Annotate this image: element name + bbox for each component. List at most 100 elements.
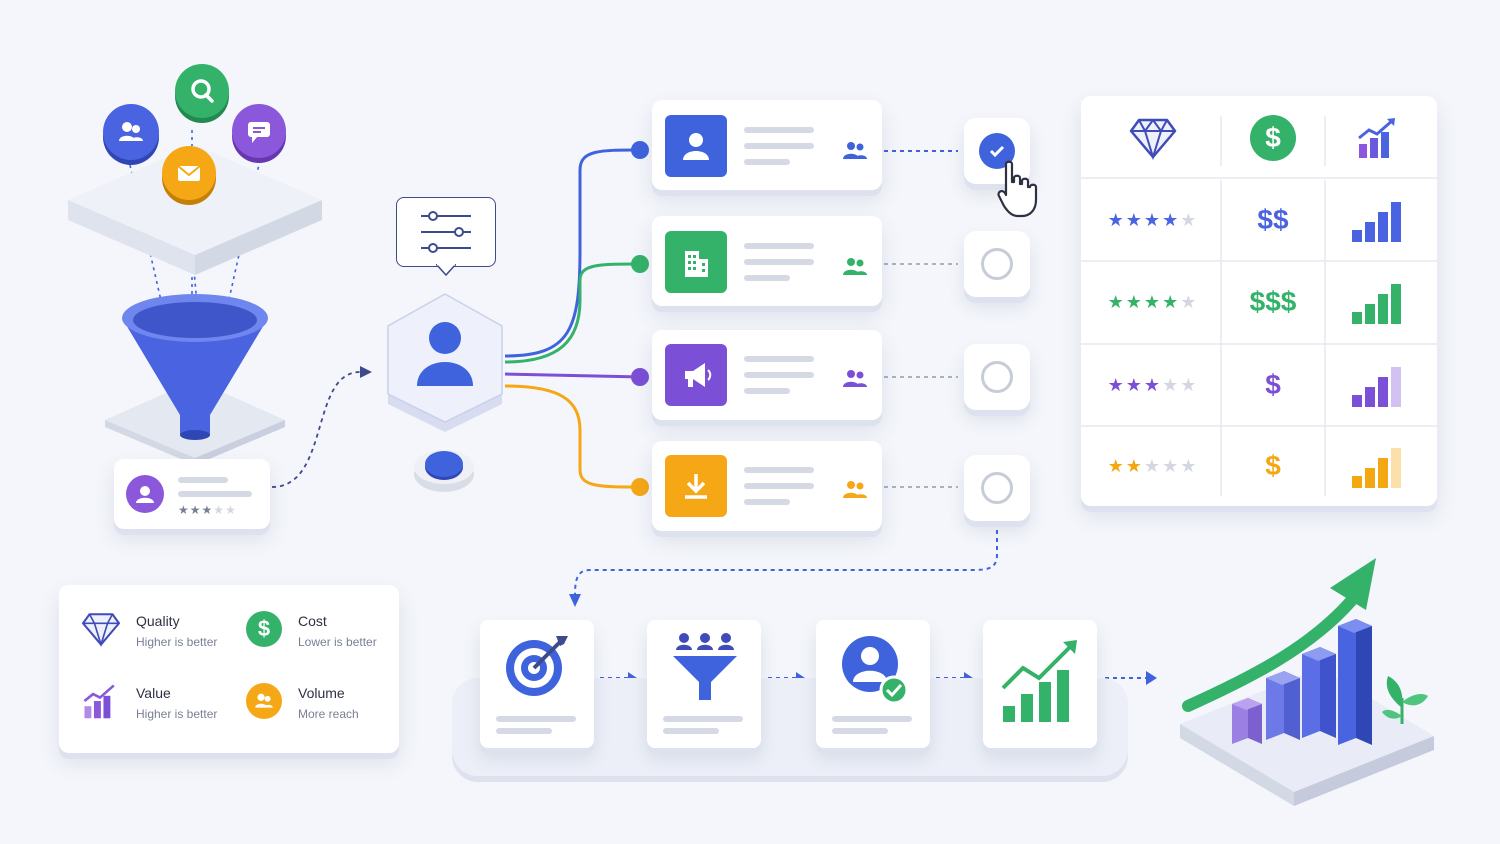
target-icon <box>506 636 568 696</box>
star-filled-icon: ★ <box>1162 209 1181 230</box>
audience-funnel-icon <box>673 633 737 700</box>
star-empty-icon: ★ <box>213 503 226 517</box>
step-growth[interactable] <box>983 620 1097 748</box>
value-bar <box>1365 468 1375 488</box>
star-filled-icon: ★ <box>1125 455 1144 476</box>
channel-card-contacts[interactable] <box>652 100 882 190</box>
audience-icon <box>843 481 867 498</box>
audience-hub[interactable] <box>382 292 508 432</box>
value-bars-icon <box>1352 367 1401 407</box>
value-bar <box>1352 476 1362 488</box>
legend-value-sub: Higher is better <box>136 707 218 721</box>
lead-record-card[interactable]: ★★★★★ <box>114 459 270 529</box>
audience-icon <box>843 258 867 275</box>
value-bar <box>1365 222 1375 242</box>
channel-card-downloads[interactable] <box>652 441 882 531</box>
star-empty-icon: ★ <box>1180 374 1199 395</box>
value-bars-icon <box>1352 284 1401 324</box>
filter-settings-callout[interactable] <box>396 197 496 267</box>
sliders-icon <box>421 211 471 253</box>
cost-value-row-3: $ <box>1265 369 1281 400</box>
quality-rating-row-1: ★★★★★ <box>1093 192 1213 248</box>
value-bar <box>1378 458 1388 488</box>
volume-users-icon <box>246 683 282 719</box>
legend-cost-sub: Lower is better <box>298 635 377 649</box>
select-checkbox-companies[interactable] <box>964 231 1030 297</box>
star-filled-icon: ★ <box>1162 291 1181 312</box>
star-filled-icon: ★ <box>1107 374 1126 395</box>
value-bar <box>1391 367 1401 407</box>
hub-toggle-button[interactable] <box>414 446 474 492</box>
star-empty-icon: ★ <box>225 503 237 517</box>
value-bars-icon <box>1352 448 1401 488</box>
source-platform <box>68 145 322 275</box>
value-header-icon <box>1335 108 1419 168</box>
select-checkbox-campaigns[interactable] <box>964 344 1030 410</box>
legend-volume-sub: More reach <box>298 707 359 721</box>
step-target[interactable] <box>480 620 594 748</box>
value-bar <box>1391 284 1401 324</box>
diamond-icon <box>81 613 121 647</box>
select-checkbox-contacts[interactable] <box>964 118 1030 184</box>
quality-rating-row-4: ★★★★★ <box>1093 438 1213 494</box>
value-bar <box>1391 202 1401 242</box>
quality-rating-row-2: ★★★★★ <box>1093 274 1213 330</box>
star-empty-icon: ★ <box>1180 455 1199 476</box>
value-bar <box>1365 387 1375 407</box>
value-bars-row-3 <box>1335 357 1419 413</box>
legend-cost-title: Cost <box>298 613 327 629</box>
building-icon <box>665 231 727 293</box>
value-bars-row-1 <box>1335 192 1419 248</box>
value-bar <box>1378 212 1388 242</box>
value-bars-icon <box>1352 202 1401 242</box>
legend-volume-title: Volume <box>298 685 345 701</box>
audience-icon <box>843 370 867 387</box>
cost-value-row-4: $ <box>1265 450 1281 481</box>
value-bar <box>1352 312 1362 324</box>
step-verify[interactable] <box>816 620 930 748</box>
user-icon <box>665 115 727 177</box>
step-filter[interactable] <box>647 620 761 748</box>
star-empty-icon: ★ <box>1143 455 1163 476</box>
lead-rating-stars: ★★★★★ <box>178 503 237 517</box>
value-bar <box>1365 304 1375 324</box>
select-checkbox-downloads[interactable] <box>964 455 1030 521</box>
download-icon <box>665 455 727 517</box>
star-empty-icon: ★ <box>1162 374 1181 395</box>
cost-header-icon: $ <box>1231 108 1315 168</box>
star-filled-icon: ★ <box>1143 291 1163 312</box>
cost-value-row-1: $$ <box>1257 204 1289 235</box>
value-bar <box>1352 230 1362 242</box>
cost-value-row-2: $$$ <box>1249 286 1297 317</box>
dollar-icon: $ <box>246 611 282 647</box>
channel-card-companies[interactable] <box>652 216 882 306</box>
chat-bubble-icon <box>232 104 286 158</box>
growth-chart-icon <box>83 684 115 719</box>
value-bar <box>1378 377 1388 407</box>
value-bar <box>1391 448 1401 488</box>
star-filled-icon: ★ <box>1125 291 1144 312</box>
star-filled-icon: ★ <box>1107 455 1126 476</box>
value-bar <box>1378 294 1388 324</box>
star-empty-icon: ★ <box>1162 455 1181 476</box>
star-filled-icon: ★ <box>178 503 190 517</box>
channel-card-campaigns[interactable] <box>652 330 882 420</box>
avatar <box>126 475 164 513</box>
search-bubble-icon <box>175 64 229 118</box>
comparison-table: $ ★★★★★ $$ ★★★★★ $$$ ★★★★★ $ ★★★★★ $ <box>1081 96 1437 506</box>
legend-quality-title: Quality <box>136 613 180 629</box>
audience-icon <box>843 142 867 159</box>
star-empty-icon: ★ <box>1180 209 1199 230</box>
pointer-cursor-icon <box>997 160 1038 218</box>
star-filled-icon: ★ <box>1107 291 1126 312</box>
users-bubble-icon <box>103 104 159 160</box>
growth-chart-icon <box>1001 640 1077 722</box>
quality-rating-row-3: ★★★★★ <box>1093 357 1213 413</box>
legend-quality-sub: Higher is better <box>136 635 218 649</box>
megaphone-icon <box>665 344 727 406</box>
quality-header-icon <box>1111 108 1195 168</box>
email-bubble-icon <box>162 146 216 200</box>
star-filled-icon: ★ <box>1125 374 1144 395</box>
star-filled-icon: ★ <box>1143 374 1163 395</box>
